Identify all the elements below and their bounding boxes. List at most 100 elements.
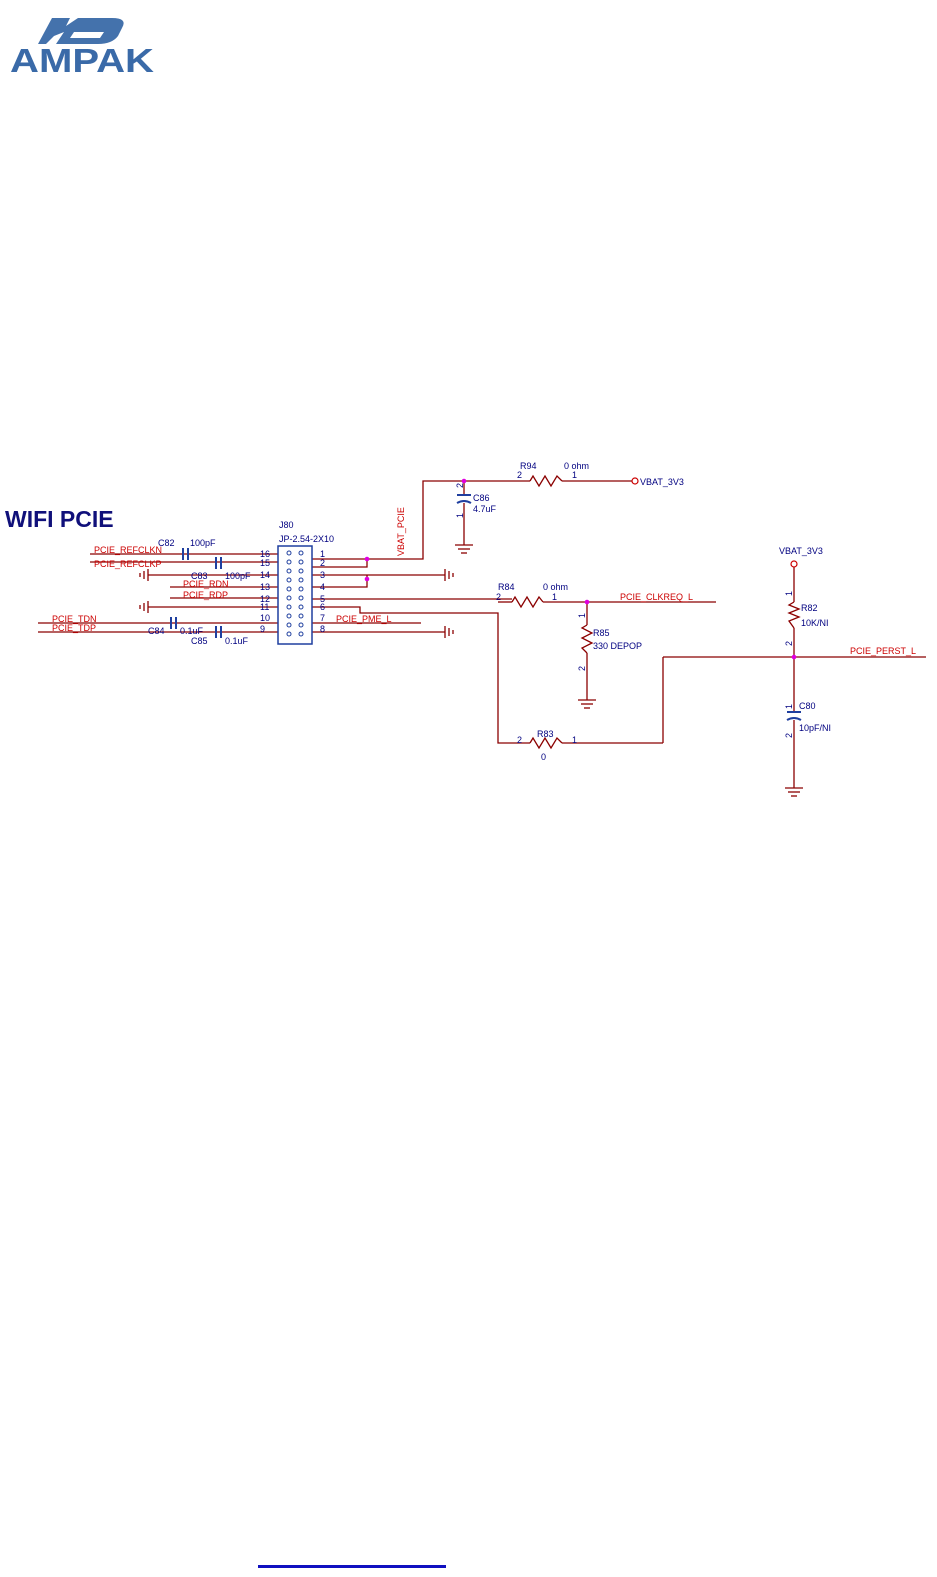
c83-ref: C83 (191, 571, 208, 581)
junction-dot (791, 654, 797, 660)
c80-value: 10pF/NI (799, 723, 831, 733)
junction-dot (584, 599, 590, 605)
capacitor-c86 (456, 494, 472, 504)
connector-pin-number: 6 (320, 602, 325, 612)
junction-dot (364, 556, 370, 562)
r84-pin-left: 2 (496, 592, 501, 602)
resistor-r85 (580, 624, 594, 654)
c80-ref: C80 (799, 701, 816, 711)
connector-pin-number: 16 (260, 549, 270, 559)
power-label-vbat-top: VBAT_3V3 (640, 477, 684, 487)
component-labels: C82 100pF C83 100pF C84 0.1uF C85 0.1uF … (148, 461, 831, 762)
r85-pin-bottom: 2 (577, 666, 587, 671)
net-label-refclkp: PCIE_REFCLKP (94, 559, 162, 569)
connector-pin-number: 10 (260, 613, 270, 623)
connector-pin-number: 1 (320, 549, 325, 559)
net-label-rdp: PCIE_RDP (183, 590, 228, 600)
connector-hole (286, 595, 292, 601)
net-label-tdn: PCIE_TDN (52, 614, 97, 624)
connector-pin-number: 12 (260, 594, 270, 604)
r85-value: 330 DEPOP (593, 641, 642, 651)
r83-value: 0 (541, 752, 546, 762)
logo-mark (38, 18, 124, 44)
junction-dot (461, 478, 467, 484)
junction-dot (364, 576, 370, 582)
capacitor-c84 (170, 617, 177, 629)
wire-pin1 (312, 480, 464, 560)
connector-hole (286, 559, 292, 565)
c82-value: 100pF (190, 538, 216, 548)
c85-ref: C85 (191, 636, 208, 646)
r82-pin-bottom: 2 (784, 641, 794, 646)
ground-symbol (139, 601, 149, 613)
net-label-refclkn: PCIE_REFCLKN (94, 545, 162, 555)
net-label-tdp: PCIE_TDP (52, 623, 96, 633)
c86-value: 4.7uF (473, 504, 497, 514)
power-label-vbat-right: VBAT_3V3 (779, 546, 823, 556)
r94-pin-left: 2 (517, 470, 522, 480)
connector-holes (286, 550, 304, 637)
connector-value: JP-2.54-2X10 (279, 534, 334, 544)
net-label-vbat-pcie: VBAT_PCIE (396, 507, 406, 556)
junctions (364, 478, 797, 660)
capacitor-c82 (182, 548, 189, 560)
connector-pin-number: 8 (320, 624, 325, 634)
connector-pin-number: 9 (260, 624, 265, 634)
connector-pin-number: 4 (320, 582, 325, 592)
connector-hole (298, 604, 304, 610)
connector-hole (286, 577, 292, 583)
connector-pin-number: 5 (320, 594, 325, 604)
ground-symbol (455, 544, 473, 554)
r84-pin-right: 1 (552, 592, 557, 602)
resistor-r84 (511, 595, 544, 609)
r85-pin-top: 1 (577, 613, 587, 618)
connector-pin-number: 13 (260, 582, 270, 592)
r83-pin-left: 2 (517, 735, 522, 745)
connector-hole (286, 622, 292, 628)
c85-value: 0.1uF (225, 636, 249, 646)
c84-value: 0.1uF (180, 626, 204, 636)
c83-value: 100pF (225, 571, 251, 581)
connector-hole (286, 631, 292, 637)
connector-hole (298, 622, 304, 628)
ground-symbol (785, 787, 803, 797)
logo-text: AMPAK (10, 42, 154, 78)
resistor-r82 (787, 601, 801, 629)
connector-body (277, 545, 313, 645)
net-label-perst: PCIE_PERST_L (850, 646, 916, 656)
ground-symbol (578, 699, 596, 709)
ampak-logo: AMPAK (10, 18, 154, 78)
r83-pin-right: 1 (572, 735, 577, 745)
c80-pin-top: 1 (784, 704, 794, 709)
resistor-r94 (529, 474, 563, 488)
power-labels: VBAT_3V3 VBAT_3V3 (640, 477, 823, 556)
r84-ref: R84 (498, 582, 515, 592)
connector-pin-number: 14 (260, 570, 270, 580)
connector-hole (298, 577, 304, 583)
c86-pin-bottom: 1 (455, 513, 465, 518)
vbat-port-top (631, 477, 639, 485)
net-labels: PCIE_REFCLKN PCIE_REFCLKP PCIE_RDN PCIE_… (52, 507, 916, 656)
connector-hole (298, 595, 304, 601)
capacitor-c83 (215, 557, 222, 569)
c86-pin-top: 2 (455, 483, 465, 488)
resistor-r83 (529, 736, 563, 750)
connector-hole (298, 631, 304, 637)
r94-value: 0 ohm (564, 461, 589, 471)
r82-value: 10K/NI (801, 618, 829, 628)
r85-ref: R85 (593, 628, 610, 638)
connector-hole (298, 568, 304, 574)
connector-hole (298, 586, 304, 592)
connector-hole (298, 559, 304, 565)
ground-symbol (444, 626, 454, 638)
grounds (139, 544, 803, 797)
vbat-port-right (790, 560, 798, 568)
r82-ref: R82 (801, 603, 818, 613)
connector-hole (286, 613, 292, 619)
connector-pin-number: 11 (260, 602, 269, 612)
ground-symbol (139, 569, 149, 581)
